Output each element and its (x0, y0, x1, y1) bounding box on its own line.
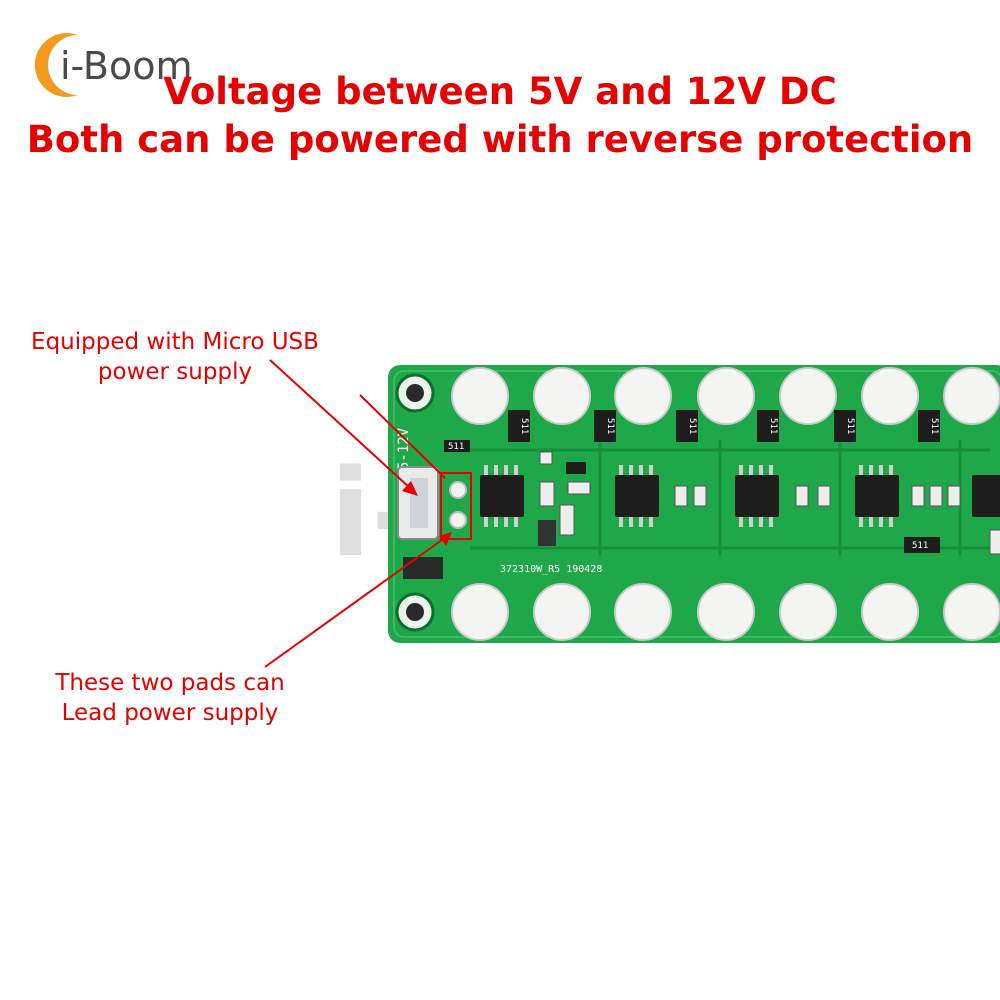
arrow-pads-head (439, 532, 452, 546)
pads-highlight-box (440, 472, 472, 540)
led-row-top (451, 367, 1000, 425)
annotation-usb-line1: Equipped with Micro USB (31, 329, 319, 355)
resistor (444, 410, 940, 553)
arrow-usb (269, 359, 411, 489)
headline-voltage: Voltage between 5V and 12V DC (163, 70, 837, 113)
arrow-pads (264, 536, 447, 668)
silkscreen-voltage: 5-12V (396, 427, 412, 470)
annotation-micro-usb: Equipped with Micro USB power supply (20, 327, 330, 387)
annotation-pads-line1: These two pads can (55, 670, 285, 696)
resistor-label: 511 (605, 418, 615, 434)
annotation-usb-line2: power supply (97, 359, 253, 385)
smd-components (538, 451, 1000, 555)
silkscreen-code: 372310W_R5 190428 (500, 564, 602, 575)
resistor-label: 511 (768, 418, 778, 434)
mounting-hole-bottom (395, 592, 435, 632)
resistor-labels: 511 511 511 511 511 511 511 511 (448, 418, 939, 551)
power-pads (449, 481, 467, 529)
resistor-label: 511 (929, 418, 939, 434)
resistor-label: 511 (912, 541, 928, 551)
logo-crescent-icon (34, 33, 78, 97)
annotation-power-pads: These two pads can Lead power supply (30, 668, 310, 728)
diode (403, 557, 443, 579)
resistor-label: 511 (519, 418, 529, 434)
callout-arrows (264, 359, 452, 668)
mounting-hole-top (395, 373, 435, 413)
resistor-label: 511 (845, 418, 855, 434)
brand-logo (34, 33, 78, 97)
annotation-pads-line2: Lead power supply (61, 700, 279, 726)
micro-usb-connector (397, 466, 439, 540)
resistor-label: 511 (687, 418, 697, 434)
arrow-usb-head (402, 481, 418, 496)
resistor-label: 511 (448, 442, 464, 452)
logo-text: i-Boom (60, 44, 193, 88)
headline-protection: Both can be powered with reverse protect… (26, 118, 974, 161)
led-row-bottom (451, 583, 1000, 641)
ic-chip (480, 475, 1000, 517)
